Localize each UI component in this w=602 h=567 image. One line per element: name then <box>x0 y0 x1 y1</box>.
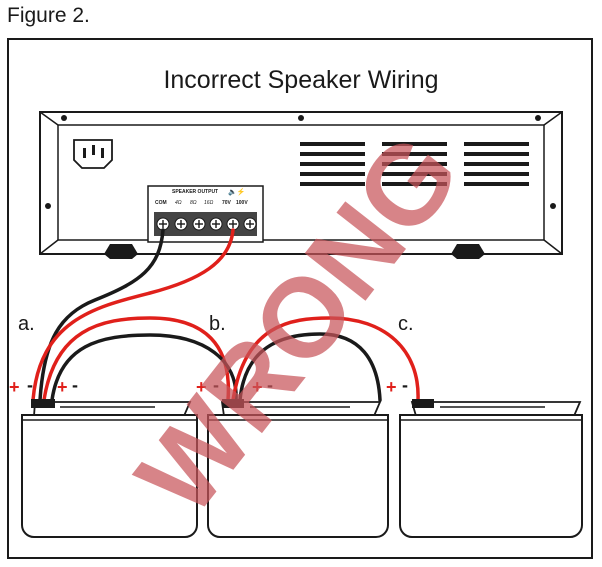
wire-negative-jumper-bc <box>238 332 382 402</box>
terminal-label-8ohm: 8Ω <box>190 200 197 206</box>
terminal-label-70v: 70V <box>222 200 232 206</box>
speaker-c <box>399 399 583 538</box>
wire-negative-amp <box>38 228 165 402</box>
terminal-label-4ohm: 4Ω <box>175 200 182 206</box>
polarity-minus: - <box>72 375 78 395</box>
speaker-symbol-icon: 🔈⚡ <box>228 187 245 196</box>
wiring <box>31 228 420 402</box>
speaker-c-letter: c. <box>398 313 414 335</box>
polarity-plus: + <box>9 377 20 397</box>
speaker-b-letter: b. <box>209 313 226 335</box>
speaker-b <box>207 399 389 538</box>
amplifier <box>39 111 563 259</box>
polarity-plus: + <box>57 377 68 397</box>
power-inlet-icon <box>73 139 113 169</box>
polarity-minus: - <box>402 375 408 395</box>
amplifier-foot <box>104 244 485 259</box>
figure-label: Figure 2. <box>7 4 90 27</box>
wire-positive-jumper-ab <box>42 316 231 402</box>
terminal-label-100v: 100V <box>236 200 248 206</box>
polarity-plus: + <box>196 377 207 397</box>
diagram-frame <box>7 38 593 559</box>
screw-icon <box>45 115 556 209</box>
speaker-a <box>21 399 198 538</box>
polarity-minus: - <box>27 375 33 395</box>
speaker-output-label: SPEAKER OUTPUT <box>172 189 218 195</box>
polarity-plus: + <box>252 377 263 397</box>
terminal-label-16ohm: 16Ω <box>204 200 214 206</box>
diagram-title: Incorrect Speaker Wiring <box>163 66 439 94</box>
polarity-plus: + <box>386 377 397 397</box>
wire-negative-jumper-ab <box>50 333 238 402</box>
polarity-minus: - <box>267 375 273 395</box>
wire-positive-amp <box>31 228 235 402</box>
terminal-label-com: COM <box>155 200 167 206</box>
speaker-output-terminal-block: SPEAKER OUTPUT 🔈⚡ COM 4Ω 8Ω 16Ω 70V 100V <box>147 185 264 243</box>
wire-positive-jumper-bc <box>231 316 420 402</box>
speaker-a-letter: a. <box>18 313 35 335</box>
vent-grille <box>300 142 529 186</box>
polarity-minus: - <box>213 375 219 395</box>
